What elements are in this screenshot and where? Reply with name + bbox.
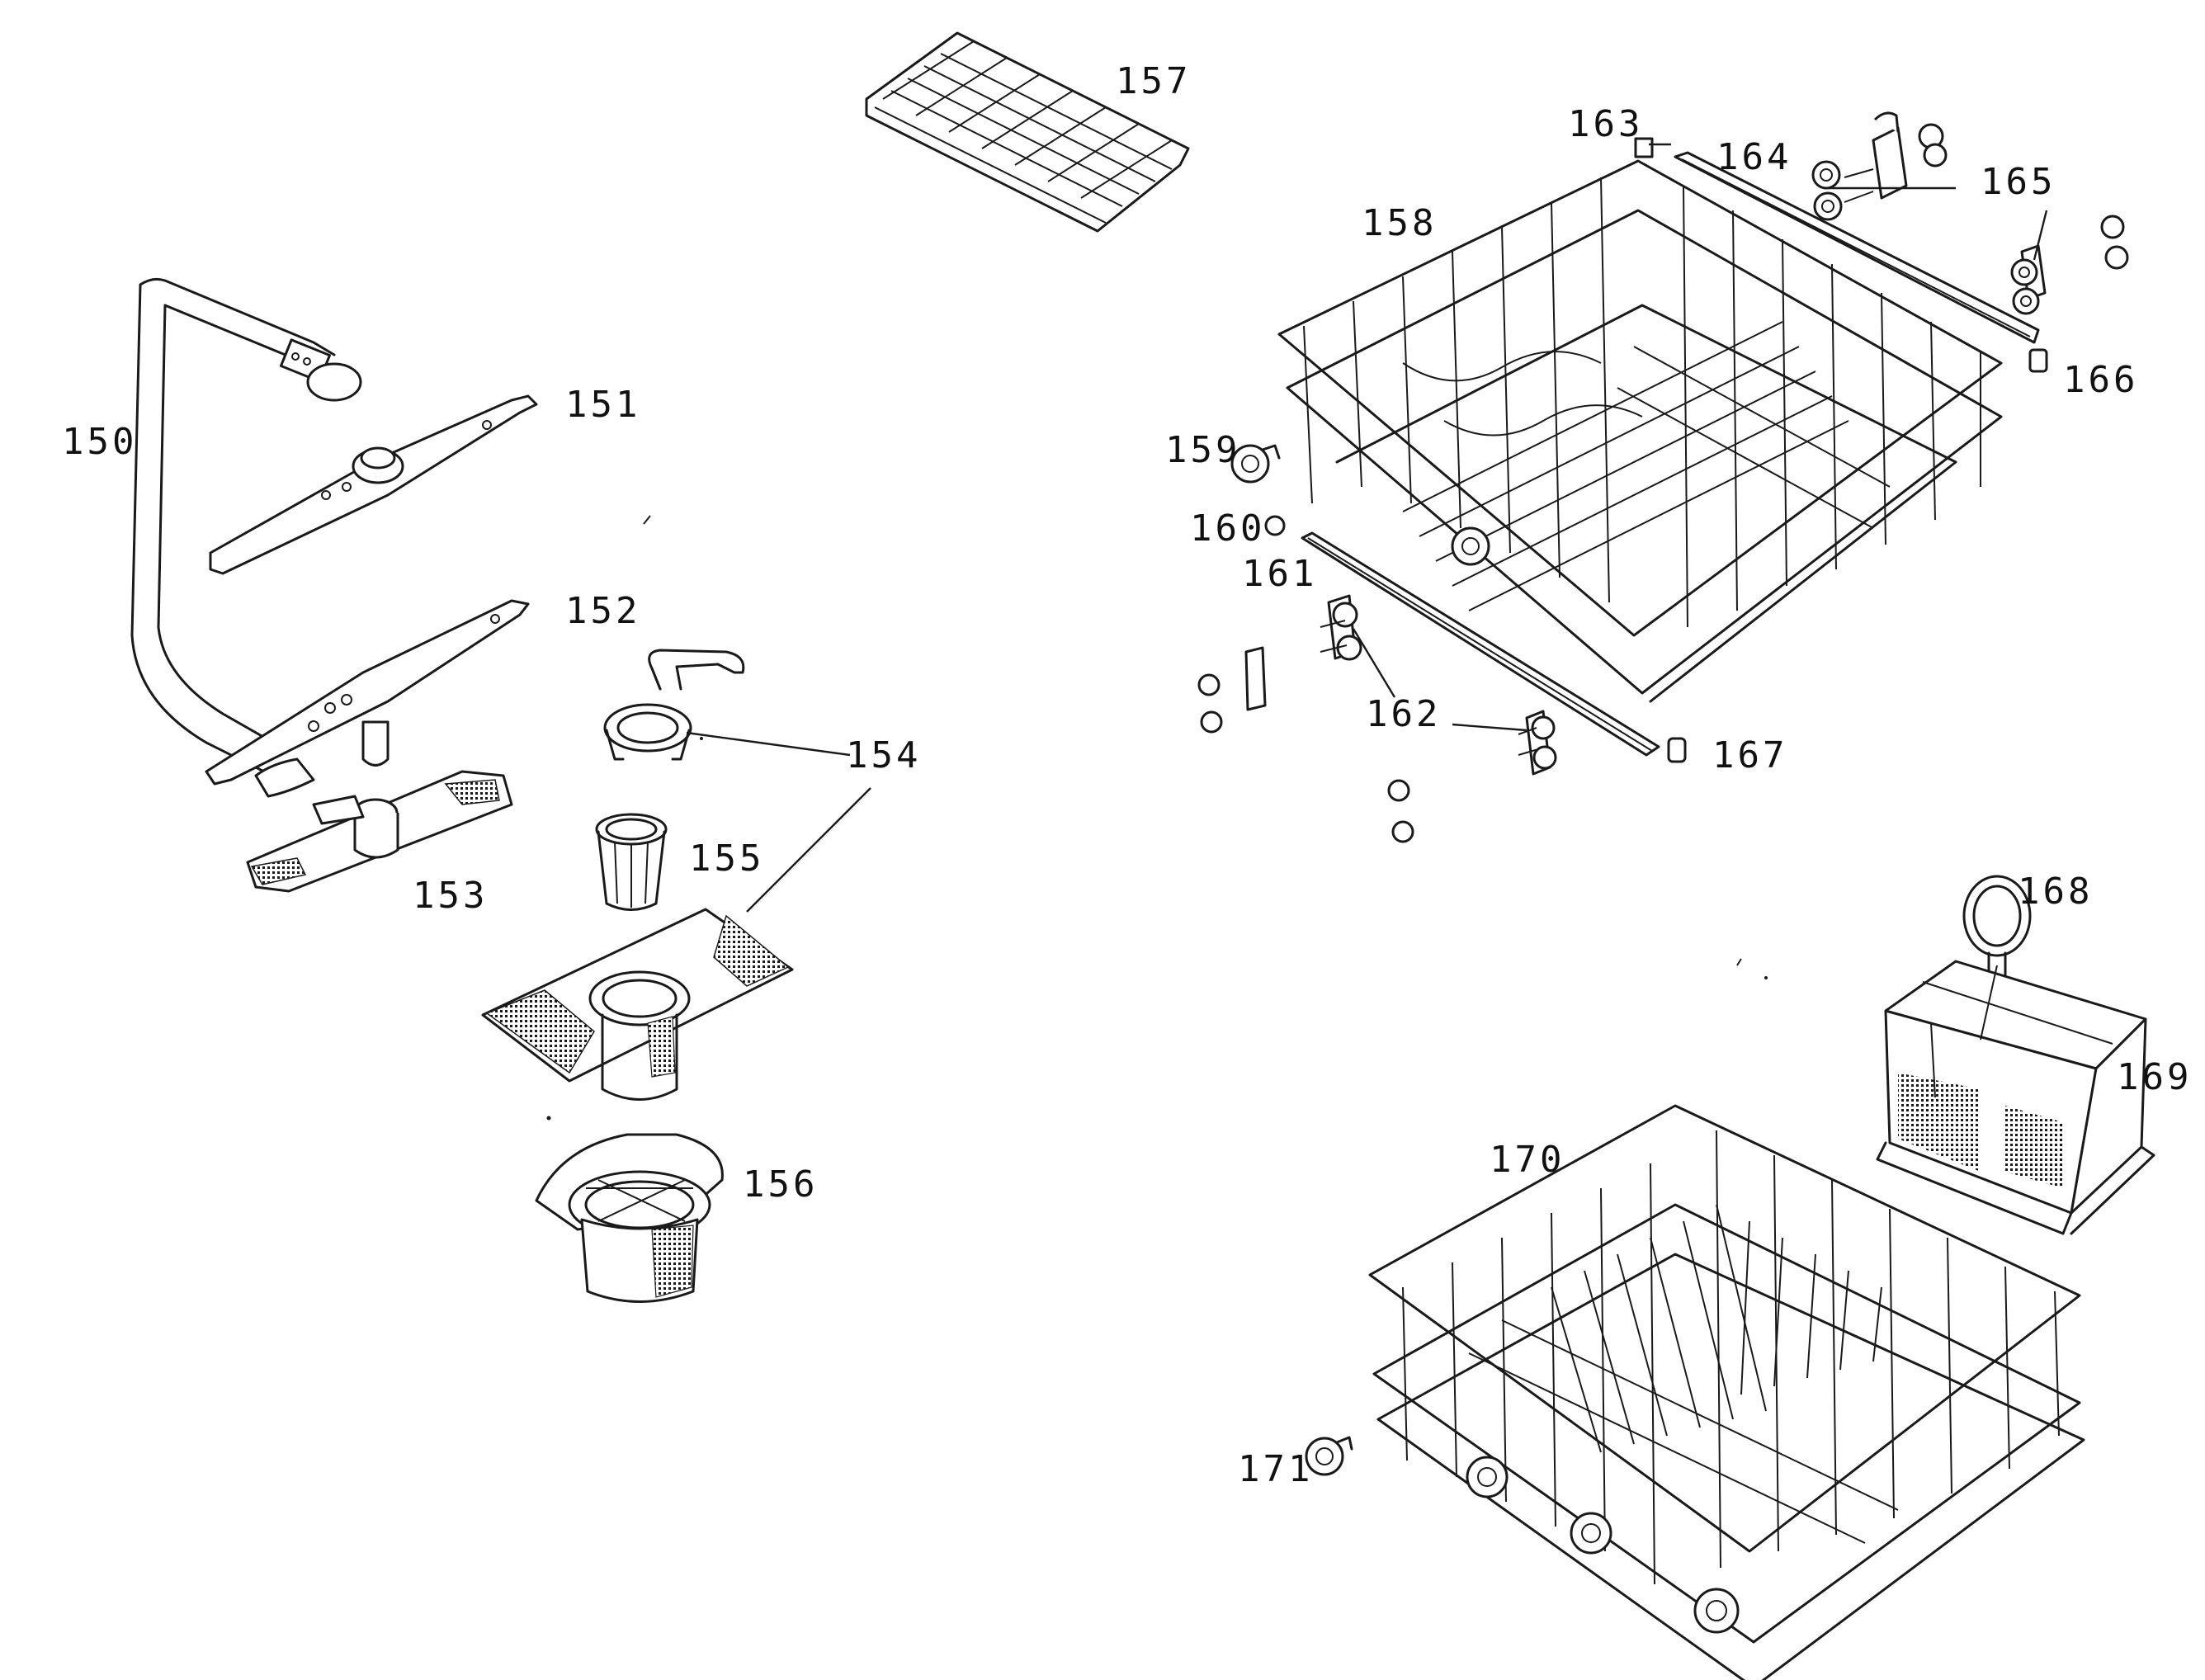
cutlery-basket bbox=[1876, 875, 2155, 1235]
upper-spray-arm bbox=[209, 394, 538, 575]
lower-spray-arm bbox=[205, 599, 530, 798]
callout-154: 154 bbox=[846, 734, 921, 776]
callout-157: 157 bbox=[1116, 60, 1191, 102]
callout-167: 167 bbox=[1712, 734, 1787, 776]
callout-171: 171 bbox=[1238, 1448, 1313, 1490]
upper-rack bbox=[1277, 159, 2003, 703]
callout-labels: 150 151 152 153 154 155 156 157 158 159 … bbox=[62, 60, 2192, 1490]
callout-165: 165 bbox=[1981, 161, 2056, 203]
rail-clip-upper bbox=[2028, 348, 2048, 373]
supply-tube bbox=[130, 277, 362, 777]
end-stop bbox=[1634, 137, 1654, 158]
small-clip bbox=[1264, 515, 1286, 536]
scan-marks bbox=[546, 515, 1768, 1121]
callout-150: 150 bbox=[62, 421, 137, 463]
callout-161: 161 bbox=[1242, 553, 1317, 595]
callout-166: 166 bbox=[2063, 359, 2138, 401]
upper-rail-right bbox=[1674, 151, 2040, 344]
filter-plate-assembly bbox=[481, 649, 794, 1101]
rail-brackets bbox=[1197, 594, 1557, 843]
callout-156: 156 bbox=[743, 1163, 818, 1206]
callout-163: 163 bbox=[1568, 103, 1643, 145]
callout-158: 158 bbox=[1362, 202, 1437, 244]
callout-168: 168 bbox=[2018, 871, 2093, 913]
callout-152: 152 bbox=[565, 590, 640, 632]
lower-rack-roller bbox=[1305, 1436, 1353, 1476]
micro-filter bbox=[595, 813, 668, 911]
callout-159: 159 bbox=[1165, 429, 1240, 471]
upper-rack-roller bbox=[1230, 444, 1281, 484]
callout-153: 153 bbox=[413, 875, 488, 917]
callout-170: 170 bbox=[1490, 1139, 1565, 1181]
spray-manifold bbox=[246, 770, 513, 893]
roller-brackets bbox=[1811, 111, 2129, 315]
lower-rack bbox=[1368, 1104, 2085, 1680]
callout-162: 162 bbox=[1366, 693, 1441, 735]
callout-160: 160 bbox=[1190, 507, 1265, 550]
tine-rack-strip bbox=[865, 31, 1190, 233]
callout-155: 155 bbox=[689, 838, 764, 880]
leader-lines bbox=[686, 143, 2048, 913]
upper-rail-left bbox=[1301, 531, 1660, 757]
rail-clip-lower bbox=[1667, 737, 1687, 763]
callout-164: 164 bbox=[1716, 136, 1792, 178]
callout-151: 151 bbox=[565, 384, 640, 426]
coarse-filter bbox=[535, 1133, 724, 1303]
callout-169: 169 bbox=[2117, 1056, 2192, 1098]
